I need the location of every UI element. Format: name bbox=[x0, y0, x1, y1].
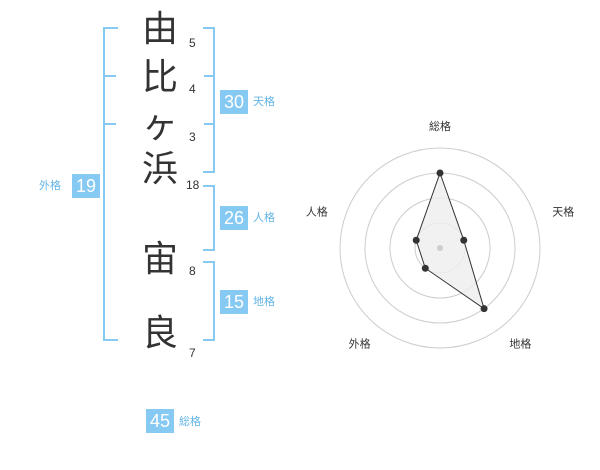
name-char-5: 宙 bbox=[141, 239, 178, 280]
radar-point-5 bbox=[412, 236, 420, 244]
radar-axis-label-3: 地格 bbox=[509, 336, 531, 350]
radar-point-4 bbox=[421, 264, 429, 272]
chikaku-label: 地格 bbox=[253, 295, 275, 308]
gaikaku-bracket bbox=[103, 27, 118, 341]
stroke-count-3: 3 bbox=[189, 130, 196, 144]
radar-center-dot bbox=[437, 245, 443, 251]
stroke-count-4: 18 bbox=[186, 178, 200, 192]
soukaku-badge: 45 bbox=[146, 409, 174, 433]
radar-point-1 bbox=[436, 169, 444, 177]
gaikaku-label: 外格 bbox=[39, 179, 61, 192]
stroke-count-6: 7 bbox=[189, 346, 196, 360]
chikaku-badge: 15 bbox=[220, 290, 248, 314]
stroke-count-1: 5 bbox=[189, 36, 196, 50]
stroke-count-2: 4 bbox=[189, 82, 196, 96]
tenkaku-bracket bbox=[203, 27, 215, 173]
radar-axis-label-5: 人格 bbox=[306, 205, 328, 219]
radar-axis-label-1: 総格 bbox=[429, 119, 451, 133]
tenkaku-badge: 30 bbox=[220, 90, 248, 114]
stroke-count-5: 8 bbox=[189, 264, 196, 278]
chikaku-bracket bbox=[203, 261, 215, 341]
gaikaku-badge: 19 bbox=[72, 174, 100, 198]
tenkaku-label: 天格 bbox=[253, 95, 275, 108]
name-char-3: ヶ bbox=[141, 105, 178, 146]
soukaku-label: 総格 bbox=[179, 415, 201, 428]
radar-point-3 bbox=[480, 305, 488, 313]
name-char-4: 浜 bbox=[141, 149, 178, 190]
name-char-1: 由 bbox=[141, 9, 178, 50]
jinkaku-label: 人格 bbox=[253, 211, 275, 224]
radar-ring-4 bbox=[339, 147, 541, 349]
name-char-2: 比 bbox=[141, 57, 178, 98]
jinkaku-badge: 26 bbox=[220, 206, 248, 230]
jinkaku-bracket bbox=[203, 185, 215, 251]
radar-polygon bbox=[415, 171, 485, 310]
radar-point-2 bbox=[460, 236, 468, 244]
radar-axis-label-4: 外格 bbox=[349, 336, 371, 350]
name-char-6: 良 bbox=[141, 313, 178, 354]
radar-axis-label-2: 天格 bbox=[552, 205, 574, 219]
